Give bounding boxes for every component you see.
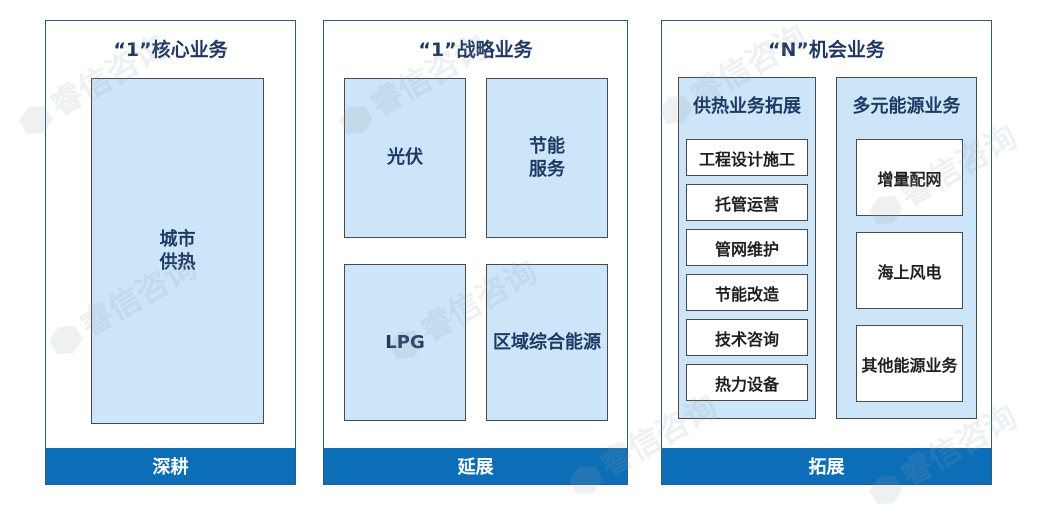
heating-item: 管网维护	[686, 229, 808, 266]
heating-item: 托管运营	[686, 184, 808, 221]
energy-saving-service-label: 节能 服务	[529, 135, 565, 180]
lpg-box: LPG	[344, 264, 466, 421]
strategic-business-title: “1”战略业务	[418, 39, 533, 61]
heating-item: 工程设计施工	[686, 139, 808, 176]
regional-integrated-energy-box: 区域综合能源	[486, 264, 608, 421]
strategic-business-panel: “1”战略业务 光伏 节能 服务 LPG 区域综合能源 延展	[323, 20, 628, 485]
diversified-energy-title: 多元能源业务	[852, 96, 961, 117]
photovoltaic-label: 光伏	[387, 147, 423, 169]
heating-expansion-box: 供热业务拓展 工程设计施工 托管运营 管网维护 节能改造 技术咨询 热力设备	[678, 77, 816, 419]
energy-saving-service-box: 节能 服务	[486, 78, 608, 238]
heating-item: 热力设备	[686, 364, 808, 401]
heating-expansion-title: 供热业务拓展	[693, 96, 801, 117]
heating-item: 节能改造	[686, 274, 808, 311]
core-business-title: “1”核心业务	[113, 39, 228, 61]
opportunity-business-panel: “N”机会业务 供热业务拓展 工程设计施工 托管运营 管网维护 节能改造 技术咨…	[661, 20, 992, 485]
photovoltaic-box: 光伏	[344, 78, 466, 238]
strategic-business-footer: 延展	[324, 448, 627, 484]
core-business-panel: “1”核心业务 城市 供热 深耕	[45, 20, 296, 485]
energy-item: 其他能源业务	[856, 325, 963, 402]
city-heating-box: 城市 供热	[91, 78, 264, 424]
lpg-label: LPG	[385, 331, 425, 353]
opportunity-business-footer: 拓展	[662, 448, 991, 484]
opportunity-business-title: “N”机会业务	[768, 39, 885, 61]
diversified-energy-box: 多元能源业务 增量配网 海上风电 其他能源业务	[836, 77, 977, 419]
city-heating-label: 城市 供热	[159, 228, 196, 273]
energy-item: 海上风电	[856, 232, 963, 309]
energy-item: 增量配网	[856, 139, 963, 216]
heating-item: 技术咨询	[686, 319, 808, 356]
regional-integrated-energy-label: 区域综合能源	[493, 331, 601, 353]
core-business-footer: 深耕	[46, 448, 295, 484]
